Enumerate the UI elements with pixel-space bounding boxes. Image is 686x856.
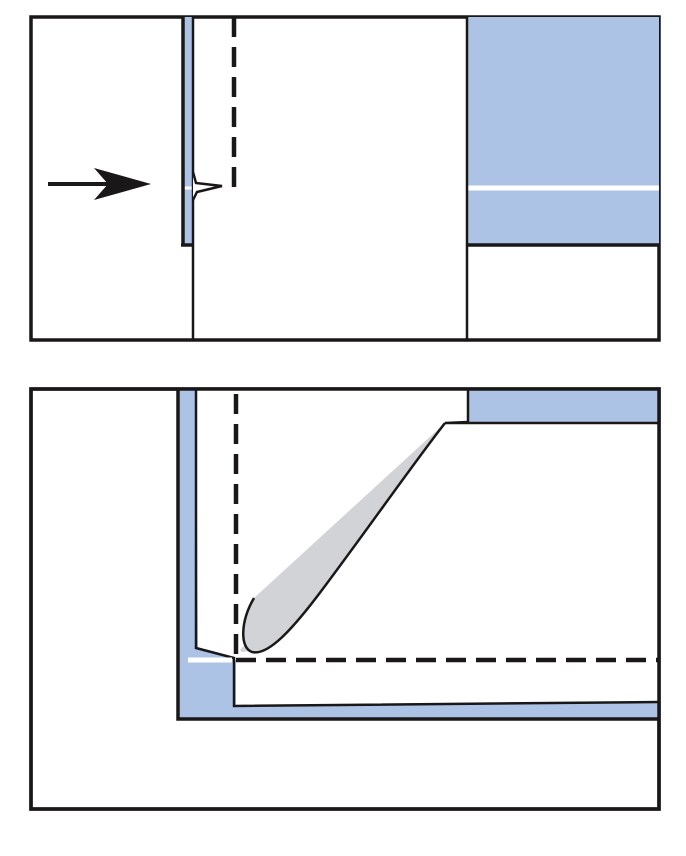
white-fabric-piece bbox=[196, 389, 659, 706]
white-piece-top-outline bbox=[444, 389, 659, 425]
blue-block bbox=[467, 17, 659, 245]
seam-allowance-edge bbox=[242, 422, 446, 654]
panel-2-frame-top bbox=[29, 387, 661, 811]
panel-step-1 bbox=[29, 15, 661, 342]
panel-step-2 bbox=[29, 387, 661, 811]
white-piece-outline bbox=[194, 389, 660, 708]
arrow-right-icon bbox=[48, 168, 151, 200]
blue-strip bbox=[183, 17, 193, 245]
seam-allowance-fill bbox=[243, 423, 445, 653]
fold-notch bbox=[191, 171, 223, 201]
blue-band-outline bbox=[176, 389, 659, 721]
